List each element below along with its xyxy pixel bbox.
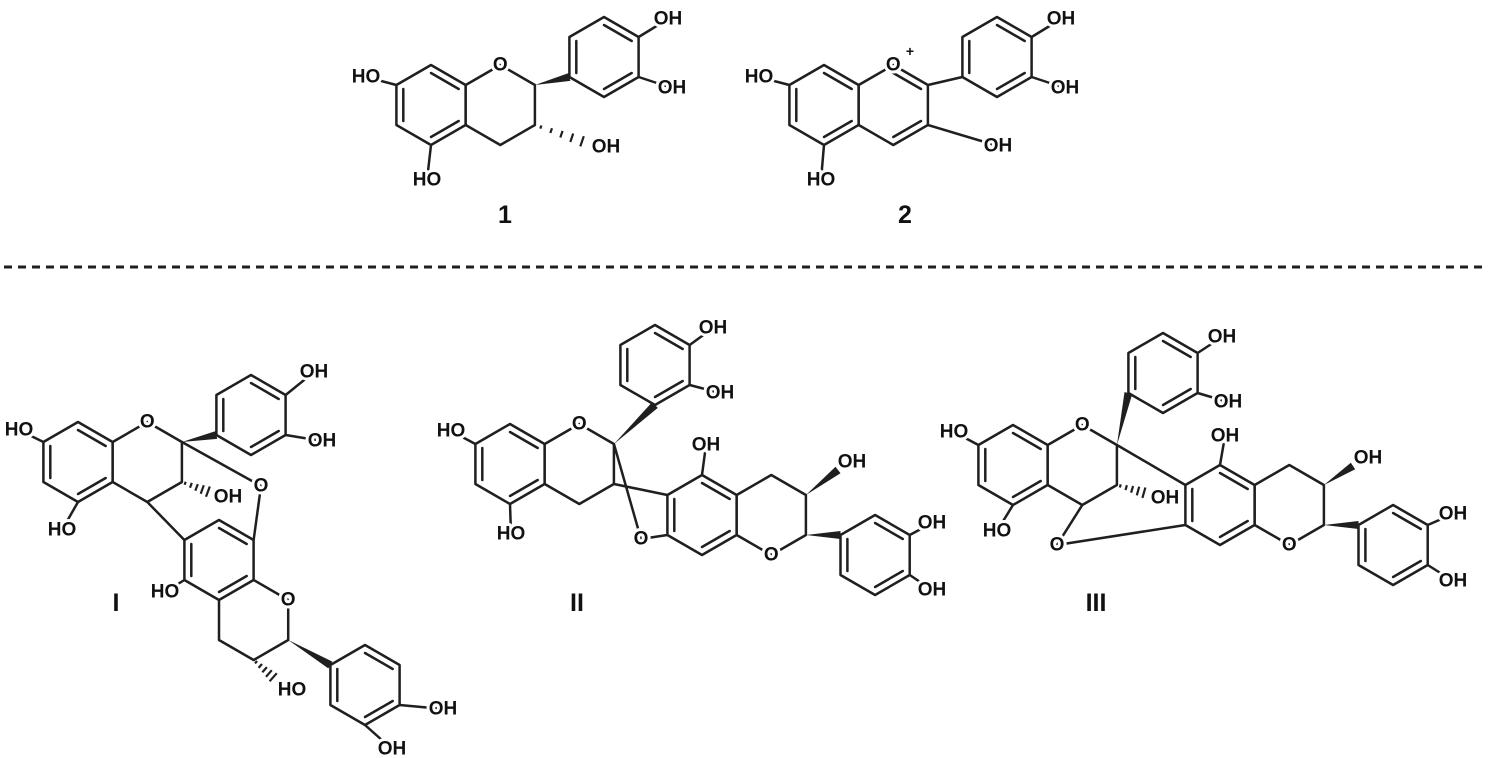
atom-label-ho7: HO: [745, 67, 774, 88]
hash-bond: [183, 481, 211, 498]
atom-label-oh3u: OH: [1151, 488, 1180, 509]
atom-label-ohb4: OH: [918, 580, 947, 601]
compound-caption-c2: 2: [898, 201, 912, 229]
atom-label-ohb4: OH: [378, 739, 407, 758]
atom-label-ho5l: HO: [151, 582, 180, 603]
atom-label-ohb1: OH: [699, 318, 728, 339]
atom-label-oh3p: OH: [1047, 9, 1076, 30]
bond-skeleton: [952, 331, 1455, 587]
atom-label-ho7: HO: [352, 67, 381, 88]
atom-label-o1u: O: [140, 412, 155, 433]
atom-label-oh4p: OH: [658, 78, 687, 99]
hash-bond: [254, 660, 278, 683]
atom-label-o1l: O: [1282, 535, 1297, 556]
atom-label-ho5u: HO: [983, 521, 1012, 542]
atom-label-oh3: OH: [984, 136, 1013, 157]
structure-1: HO O OH OH OH HO 1: [349, 6, 690, 230]
atom-label-ohb2: OH: [706, 383, 735, 404]
atom-label-oh3: OH: [592, 137, 621, 158]
atom-label-ho7u: HO: [940, 422, 969, 443]
atom-label-ohb3: OH: [918, 513, 947, 534]
structure-2: HO O + OH OH OH HO 2: [742, 6, 1083, 230]
atom-label-ohb2: OH: [1214, 392, 1243, 413]
atom-label-o1u: O: [572, 414, 587, 435]
wedge-bond: [613, 402, 658, 444]
atom-label-plus: +: [906, 43, 914, 59]
atom-label-oh3l: OH: [1354, 448, 1383, 469]
wedge-bond: [288, 640, 333, 669]
atom-label-o1l: O: [764, 545, 779, 566]
bond-skeleton: [757, 15, 1067, 182]
wedge-bond: [1323, 521, 1359, 529]
structure-III: OH OH HO O OH OH HO O O OH OH OH III: [937, 324, 1471, 618]
atom-label-ohb1: OH: [300, 362, 329, 383]
atom-label-oh3l: OH: [838, 452, 867, 473]
compound-caption-c1: 1: [498, 201, 512, 229]
wedge-bond: [534, 73, 571, 85]
atom-label-ho5: HO: [413, 170, 442, 191]
atom-label-ho5u: HO: [497, 524, 526, 545]
atom-label-ho7u: HO: [437, 421, 466, 442]
atom-label-ohb3: OH: [1439, 504, 1468, 525]
atom-label-ho5: HO: [807, 170, 836, 191]
hash-bond: [539, 125, 585, 147]
bond-skeleton: [449, 323, 934, 597]
bond-skeleton: [17, 370, 445, 751]
wedge-bond: [1323, 462, 1356, 485]
atom-label-ohb2: OH: [308, 431, 337, 452]
atom-label-ho7u: HO: [5, 420, 34, 441]
atom-label-o1: O: [493, 55, 508, 76]
compound-caption-cI: I: [113, 589, 120, 617]
atom-label-oeth: O: [634, 529, 649, 550]
atom-label-oeth: O: [1050, 535, 1065, 556]
atom-label-ohb4: OH: [1439, 571, 1468, 592]
atom-label-o1l: O: [281, 590, 296, 611]
atom-label-o1: O: [886, 55, 901, 76]
compound-caption-cII: II: [570, 589, 584, 617]
wedge-bond: [181, 431, 218, 442]
atom-label-oh4p: OH: [1051, 78, 1080, 99]
atom-label-oh5l: OH: [1211, 426, 1240, 447]
atom-label-ohb1: OH: [1208, 327, 1237, 348]
hash-bond: [1118, 484, 1147, 499]
atom-label-ho3l: HO: [278, 680, 307, 701]
atom-label-oeth: O: [254, 476, 269, 497]
wedge-bond: [805, 531, 841, 539]
wedge-bond: [1116, 392, 1133, 445]
atom-label-ohb3: OH: [429, 699, 458, 720]
atom-label-oh3p: OH: [654, 9, 683, 30]
atom-label-ho5u: HO: [48, 520, 77, 541]
compound-caption-cIII: III: [1086, 589, 1107, 617]
atom-label-oh5l: OH: [692, 435, 721, 456]
wedge-bond: [805, 466, 841, 495]
bond-skeleton: [364, 15, 674, 182]
atom-label-oh3u: OH: [214, 487, 243, 508]
atom-label-o1u: O: [1075, 415, 1090, 436]
